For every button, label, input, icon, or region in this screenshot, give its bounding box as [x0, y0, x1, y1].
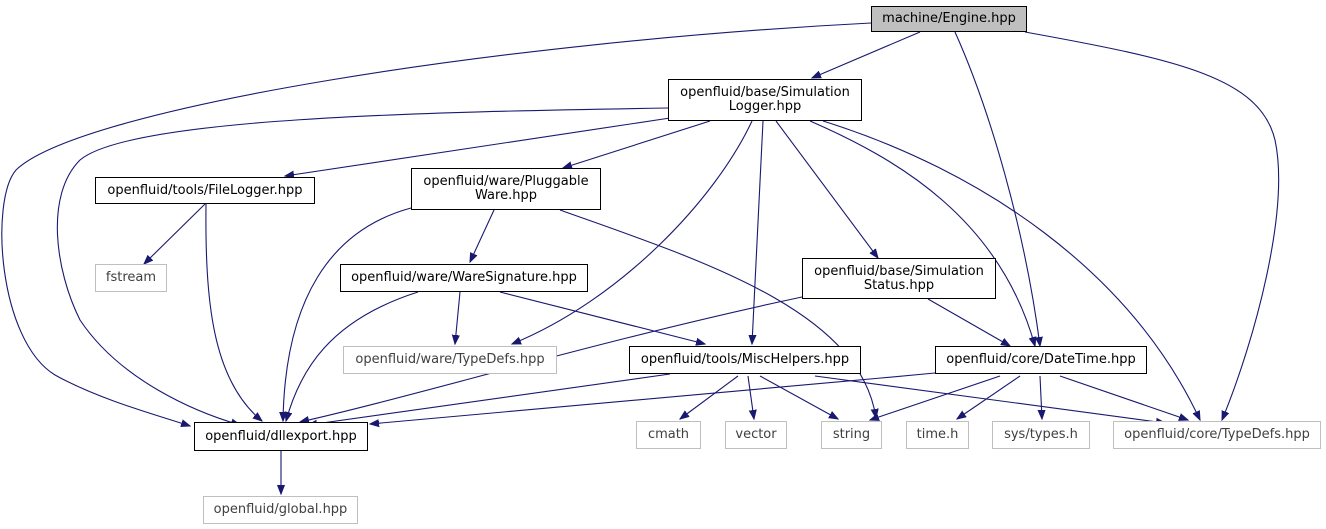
node-global[interactable]: openfluid/global.hpp — [203, 496, 358, 524]
node-cmath-label: cmath — [647, 427, 690, 442]
edge-datetime-string — [870, 375, 1001, 420]
node-datetime[interactable]: openfluid/core/DateTime.hpp — [935, 346, 1147, 374]
edge-simlogger-simstatus — [775, 120, 878, 258]
edge-simlogger-datetime — [809, 120, 1035, 346]
edge-simlogger-mischelpers — [752, 120, 764, 344]
node-dllexport[interactable]: openfluid/dllexport.hpp — [194, 422, 368, 451]
edge-pluggable-string — [559, 209, 876, 418]
edge-simlogger-dllexport — [56, 107, 669, 425]
node-timeh[interactable]: time.h — [906, 421, 969, 449]
node-string[interactable]: string — [821, 421, 882, 449]
node-pluggable-label: openfluid/ware/Pluggable Ware.hpp — [423, 174, 589, 203]
edge-simlogger-coretypedefs — [822, 120, 1200, 420]
edge-simlogger-pluggable — [563, 120, 711, 168]
edge-mischelpers-coretypedefs — [814, 375, 1165, 423]
edge-mischelpers-vector — [747, 375, 754, 419]
edge-datetime-systypes — [1040, 375, 1042, 419]
edge-datetime-dllexport — [370, 372, 936, 424]
node-datetime-label: openfluid/core/DateTime.hpp — [946, 352, 1136, 367]
edge-waresig-waretypedefs — [455, 291, 461, 344]
edge-pluggable-waresig — [470, 209, 495, 262]
edge-engine-coretypedefs — [1024, 31, 1280, 420]
edge-waresig-mischelpers — [499, 291, 705, 344]
edge-mischelpers-dllexport — [308, 373, 671, 425]
edge-simlogger-waretypedefs — [512, 120, 753, 344]
node-filelogger[interactable]: openfluid/tools/FileLogger.hpp — [95, 177, 315, 204]
node-systypes[interactable]: sys/types.h — [992, 421, 1090, 449]
node-fstream[interactable]: fstream — [95, 264, 167, 292]
node-waresig[interactable]: openfluid/ware/WareSignature.hpp — [340, 264, 588, 292]
node-waretypedefs-label: openfluid/ware/TypeDefs.hpp — [355, 352, 545, 367]
edge-filelogger-dllexport — [205, 203, 262, 421]
edge-mischelpers-cmath — [680, 375, 739, 419]
node-waretypedefs[interactable]: openfluid/ware/TypeDefs.hpp — [343, 346, 557, 374]
node-simstatus[interactable]: openfluid/base/Simulation Status.hpp — [802, 258, 996, 299]
node-string-label: string — [832, 427, 871, 442]
node-coretypedefs-label: openfluid/core/TypeDefs.hpp — [1124, 427, 1310, 442]
node-systypes-label: sys/types.h — [1004, 427, 1078, 442]
edge-waresig-dllexport — [286, 291, 419, 421]
edge-engine-dllexport — [1, 22, 872, 426]
node-simlogger[interactable]: openfluid/base/Simulation Logger.hpp — [668, 79, 862, 121]
node-coretypedefs[interactable]: openfluid/core/TypeDefs.hpp — [1113, 421, 1321, 449]
edge-datetime-timeh — [957, 375, 1021, 419]
edge-datetime-coretypedefs — [1059, 375, 1188, 420]
edge-pluggable-dllexport — [283, 207, 412, 421]
edge-engine-simlogger — [812, 31, 921, 78]
node-filelogger-label: openfluid/tools/FileLogger.hpp — [107, 182, 303, 198]
node-pluggable[interactable]: openfluid/ware/Pluggable Ware.hpp — [411, 168, 601, 210]
node-fstream-label: fstream — [105, 270, 157, 285]
edge-engine-datetime — [954, 31, 1040, 346]
node-cmath[interactable]: cmath — [636, 421, 701, 449]
node-waresig-label: openfluid/ware/WareSignature.hpp — [351, 270, 577, 285]
node-global-label: openfluid/global.hpp — [213, 502, 348, 517]
node-engine-label: machine/Engine.hpp — [882, 11, 1016, 26]
edge-simlogger-filelogger — [285, 117, 671, 176]
node-dllexport-label: openfluid/dllexport.hpp — [205, 428, 357, 444]
edge-simstatus-datetime — [927, 298, 1010, 346]
node-vector-label: vector — [735, 427, 777, 442]
node-engine[interactable]: machine/Engine.hpp — [871, 6, 1027, 32]
node-mischelpers[interactable]: openfluid/tools/MiscHelpers.hpp — [629, 346, 861, 374]
edge-filelogger-fstream — [144, 203, 206, 264]
edge-mischelpers-string — [759, 375, 838, 419]
node-vector[interactable]: vector — [725, 421, 787, 449]
node-timeh-label: time.h — [916, 427, 959, 442]
node-mischelpers-label: openfluid/tools/MiscHelpers.hpp — [640, 352, 850, 367]
node-simlogger-label: openfluid/base/Simulation Logger.hpp — [680, 85, 850, 114]
node-simstatus-label: openfluid/base/Simulation Status.hpp — [814, 263, 984, 293]
